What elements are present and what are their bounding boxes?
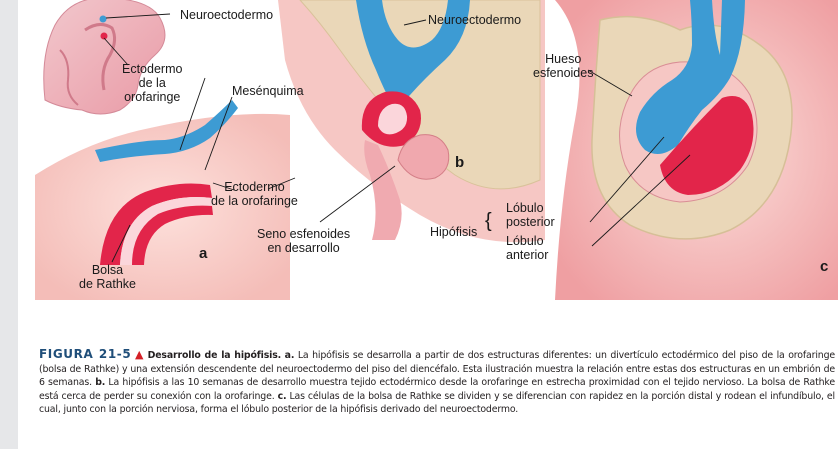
label-lobulo-anterior: Lóbulo anterior — [506, 234, 548, 262]
panel-c-artwork — [555, 0, 838, 300]
label-ectodermo-orofaringe-a: Ectodermo de la orofaringe — [122, 62, 182, 104]
panel-letter-c: c — [820, 258, 829, 275]
leader-lines — [103, 13, 691, 263]
label-line: anterior — [506, 248, 549, 262]
label-line: Seno esfenoides — [257, 227, 351, 241]
label-line: Lóbulo — [506, 234, 544, 248]
label-bolsa-rathke: Bolsa de Rathke — [79, 263, 136, 291]
panel-letter-a: a — [199, 245, 208, 262]
label-line: Hueso — [545, 52, 582, 66]
label-ectodermo-orofaringe-b: Ectodermo de la orofaringe — [211, 180, 298, 208]
pituitary-development-figure — [35, 0, 838, 300]
caption-part-b-text: La hipófisis a las 10 semanas de desarro… — [39, 377, 835, 402]
brace: { — [485, 210, 492, 232]
figure-caption: FIGURA 21-5 ▲ Desarrollo de la hipófisis… — [39, 347, 835, 417]
panel-a-artwork — [35, 0, 290, 300]
caption-part-c-text: Las células de la bolsa de Rathke se div… — [39, 390, 835, 416]
label-mesenquima: Mesénquima — [232, 84, 304, 98]
label-line: posterior — [506, 215, 555, 229]
panel-b-artwork — [278, 0, 545, 243]
panel-letter-b: b — [455, 154, 465, 171]
label-neuroectodermo-a: Neuroectodermo — [180, 8, 274, 22]
label-hueso-esfenoides: Hueso esfenoides — [533, 52, 593, 80]
caption-part-a-text: La hipófisis se desarrolla a partir de d… — [39, 350, 835, 389]
label-line: de la orofaringe — [211, 194, 298, 208]
label-line: Ectodermo — [224, 180, 285, 194]
label-line: esfenoides — [533, 66, 594, 80]
label-line: de la — [138, 76, 166, 90]
label-hipofisis: Hipófisis — [430, 225, 478, 239]
label-line: en desarrollo — [267, 241, 340, 255]
figure-number: FIGURA 21-5 — [39, 347, 132, 361]
label-seno-esfenoides: Seno esfenoides en desarrollo — [257, 227, 350, 255]
caption-part-a-label: a. — [284, 350, 295, 361]
label-neuroectodermo-b: Neuroectodermo — [428, 13, 522, 27]
triangle-marker-icon: ▲ — [134, 348, 144, 361]
label-line: Ectodermo — [122, 62, 183, 76]
label-line: Lóbulo — [506, 201, 544, 215]
label-line: de Rathke — [79, 277, 136, 291]
label-line: Bolsa — [91, 263, 124, 277]
page-margin — [0, 0, 18, 449]
label-line: orofaringe — [124, 90, 181, 104]
caption-part-c-label: c. — [277, 390, 287, 402]
figure-title: Desarrollo de la hipófisis. — [147, 350, 282, 361]
label-lobulo-posterior: Lóbulo posterior — [506, 201, 555, 229]
caption-part-b-label: b. — [95, 377, 106, 389]
